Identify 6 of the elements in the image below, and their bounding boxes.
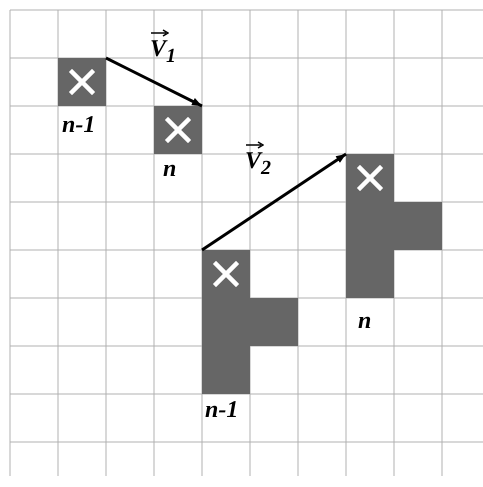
shape-label: n (358, 308, 372, 335)
shape-label: n (163, 156, 176, 183)
arrow (105, 56, 203, 108)
arrow (201, 152, 347, 252)
shape-label: n-1 (205, 397, 238, 424)
shape-label: n-1 (62, 112, 96, 139)
